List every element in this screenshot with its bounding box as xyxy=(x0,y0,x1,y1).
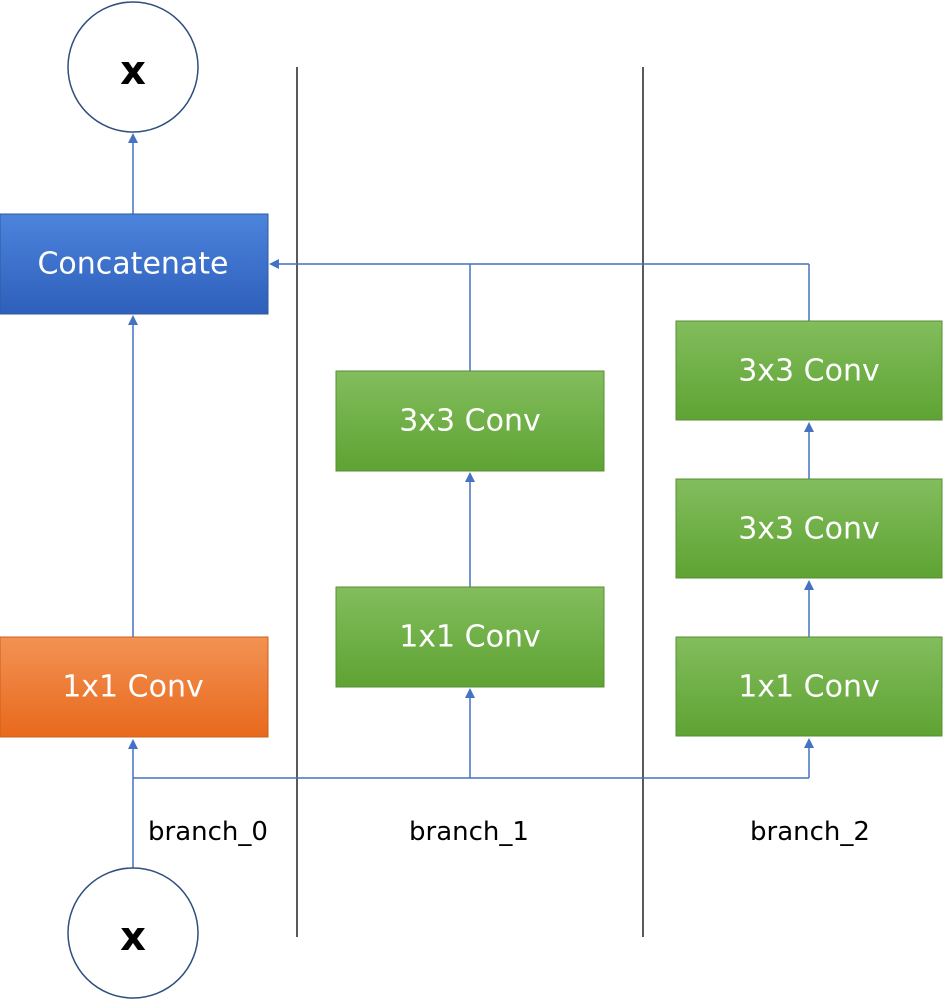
branch-2-conv1x1-label: 1x1 Conv xyxy=(738,670,880,705)
branch-1-conv1x1-label: 1x1 Conv xyxy=(399,620,541,655)
output-node: x xyxy=(67,1,199,133)
branch-2-conv3x3b-label: 3x3 Conv xyxy=(738,354,880,389)
branch-1-label: branch_1 xyxy=(409,817,529,847)
branch-1-conv3x3-node: 3x3 Conv xyxy=(335,370,605,472)
branch-2-conv3x3a-label: 3x3 Conv xyxy=(738,512,880,547)
input-node: x xyxy=(67,867,199,999)
branch-1-conv3x3-label: 3x3 Conv xyxy=(399,404,541,439)
output-node-label: x xyxy=(120,48,146,94)
branch-0-conv1x1-label: 1x1 Conv xyxy=(62,670,204,705)
branch-2-conv1x1-node: 1x1 Conv xyxy=(675,636,943,737)
branch-2-conv3x3a-node: 3x3 Conv xyxy=(675,478,943,579)
input-node-label: x xyxy=(120,914,146,960)
branch-2-conv3x3b-node: 3x3 Conv xyxy=(675,320,943,421)
concatenate-node: Concatenate xyxy=(0,213,269,315)
connectors xyxy=(128,133,814,868)
concatenate-label: Concatenate xyxy=(37,247,228,282)
branch-0-conv1x1-node: 1x1 Conv xyxy=(0,636,269,738)
branch-1-conv1x1-node: 1x1 Conv xyxy=(335,586,605,688)
branch-0-label: branch_0 xyxy=(148,817,268,847)
branch-2-label: branch_2 xyxy=(750,817,870,847)
